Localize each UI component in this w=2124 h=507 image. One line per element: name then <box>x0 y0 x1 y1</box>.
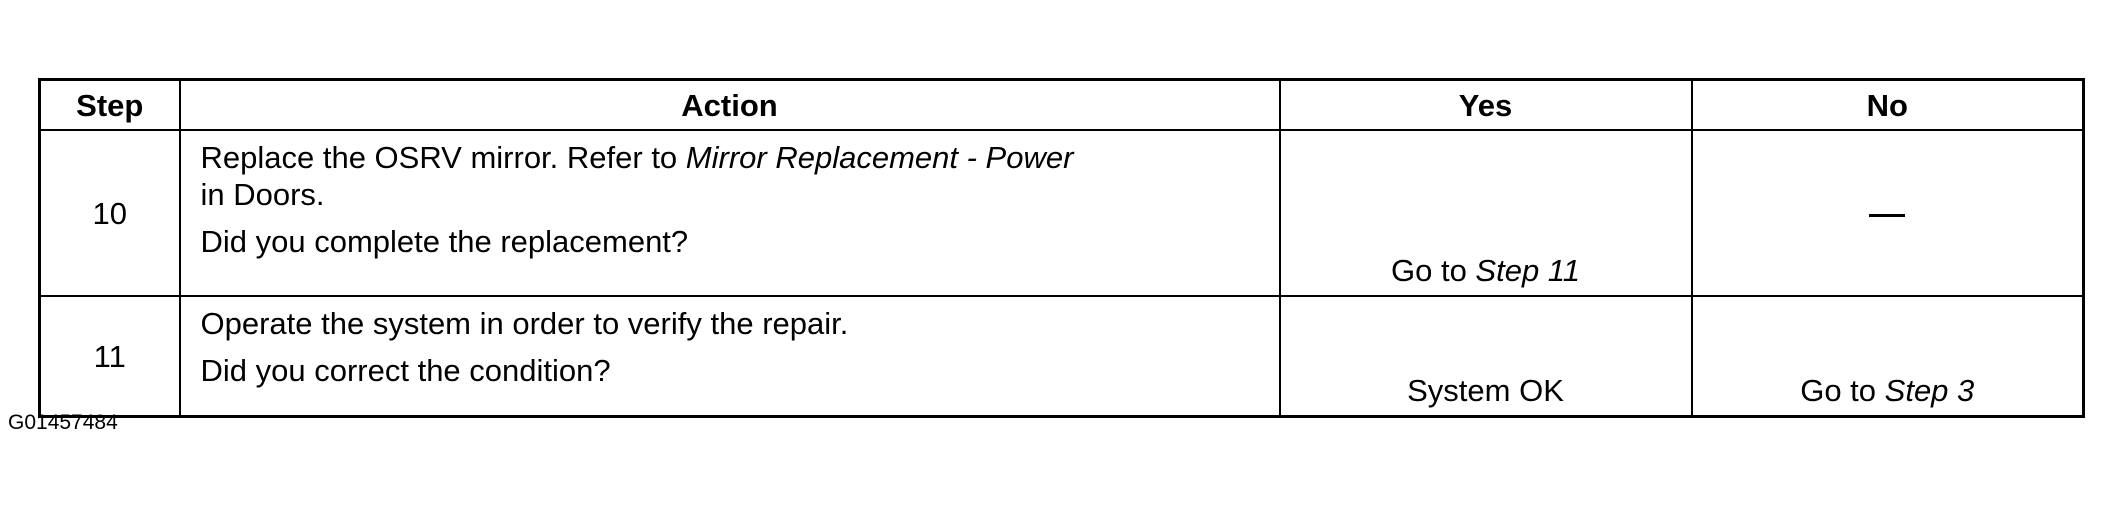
header-action: Action <box>178 78 1281 131</box>
yes-cell: System OK <box>1278 295 1693 418</box>
action-cell: Operate the system in order to verify th… <box>178 295 1281 418</box>
yes-step-reference: Step 11 <box>1475 253 1580 288</box>
yes-text: Go to <box>1390 253 1476 288</box>
action-question: Did you correct the condition? <box>200 353 611 388</box>
step-number: 10 <box>38 129 181 297</box>
action-question: Did you complete the replacement? <box>200 224 689 259</box>
action-text-tail: in Doors. <box>200 177 325 212</box>
no-cell: Go to Step 3 <box>1690 295 2085 418</box>
diagnostic-table: Step Action Yes No 10 Replace the OSRV m… <box>38 78 2085 418</box>
header-step: Step <box>38 78 181 131</box>
no-cell <box>1690 129 2085 297</box>
action-instruction: Operate the system in order to verify th… <box>200 306 849 341</box>
header-yes: Yes <box>1278 78 1693 131</box>
action-instruction: Replace the OSRV mirror. Refer to Mirror… <box>201 139 1259 213</box>
header-no: No <box>1690 78 2085 131</box>
table-row: 10 Replace the OSRV mirror. Refer to Mir… <box>38 129 2085 297</box>
dash-mark <box>1869 213 1906 217</box>
step-number: 11 <box>38 295 181 418</box>
action-reference: Mirror Replacement - Power <box>685 140 1074 175</box>
action-cell: Replace the OSRV mirror. Refer to Mirror… <box>178 129 1281 297</box>
no-text: Go to <box>1800 373 1885 408</box>
table-row: 11 Operate the system in order to verify… <box>38 295 2085 418</box>
no-step-reference: Step 3 <box>1884 373 1975 408</box>
action-text: Replace the OSRV mirror. Refer to <box>200 140 686 175</box>
yes-cell: Go to Step 11 <box>1278 129 1693 297</box>
figure-code: G01457484 <box>8 411 118 434</box>
table-header-row: Step Action Yes No <box>38 78 2085 131</box>
